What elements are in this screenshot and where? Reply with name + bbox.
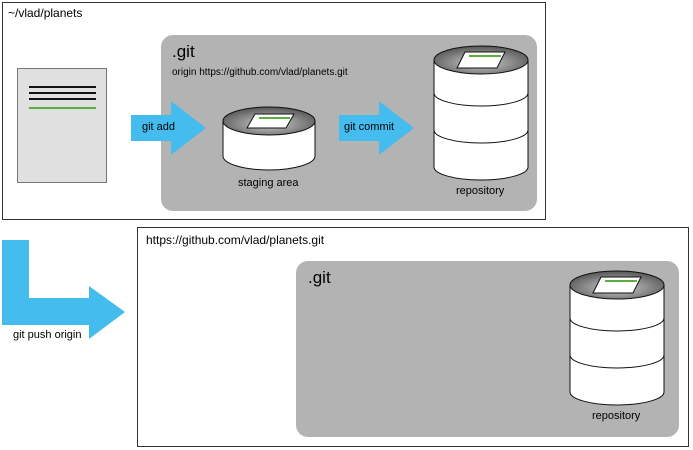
staged-file-icon: [246, 113, 295, 129]
staging-area-label: staging area: [238, 177, 299, 189]
local-directory-title: ~/vlad/planets: [8, 6, 83, 20]
git-add-arrow-shape: [131, 101, 206, 155]
working-file-document: [17, 68, 107, 183]
git-push-arrow-shape: [2, 240, 125, 339]
remote-repository-cylinder: [569, 270, 665, 406]
local-repository-label: repository: [456, 185, 505, 197]
document-text-line: [29, 86, 96, 88]
staging-area-cylinder: [222, 106, 316, 171]
remote-url-title: https://github.com/vlad/planets.git: [146, 233, 325, 247]
remote-origin-text: origin https://github.com/vlad/planets.g…: [172, 67, 348, 78]
local-repository-cylinder: [433, 45, 529, 181]
git-commit-arrow-shape: [339, 101, 414, 155]
document-text-line: [29, 98, 96, 100]
local-git-title: .git: [172, 42, 195, 61]
committed-file-icon: [456, 51, 506, 69]
document-text-line: [29, 92, 96, 94]
git-push-label: git push origin: [13, 329, 82, 341]
remote-repository-label: repository: [592, 410, 641, 422]
git-add-arrow: [131, 101, 206, 155]
git-commit-label: git commit: [344, 121, 395, 133]
document-changed-line: [29, 107, 96, 109]
git-push-arrow: [2, 240, 125, 339]
remote-git-title: .git: [308, 268, 331, 287]
remote-file-icon: [592, 276, 642, 294]
git-add-label: git add: [142, 121, 176, 133]
git-commit-arrow: [339, 101, 414, 155]
